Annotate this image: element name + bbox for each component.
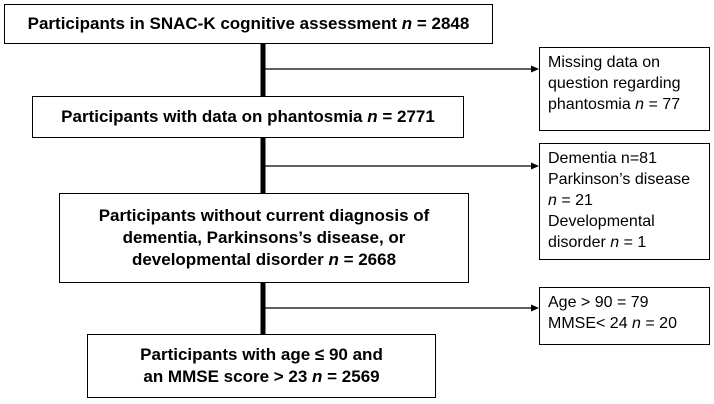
box-line: Participants without current diagnosis o… xyxy=(98,206,430,225)
box-line: Participants with data on phantosmia n =… xyxy=(61,107,435,126)
box-line: dementia, Parkinsons’s disease, or xyxy=(122,228,406,247)
exclusion-line: n = 21 xyxy=(548,192,593,209)
box-line: developmental disorder n = 2668 xyxy=(131,250,397,269)
flow-box-2: Participants with data on phantosmia n =… xyxy=(32,96,464,138)
exclusion-line: Missing data on xyxy=(548,54,661,71)
exclusion-line: MMSE< 24 n = 20 xyxy=(548,315,677,332)
box-line: an MMSE score > 23 n = 2569 xyxy=(143,367,380,386)
flow-box-4: Participants with age ≤ 90 and an MMSE s… xyxy=(87,334,436,398)
flow-box-1: Participants in SNAC-K cognitive assessm… xyxy=(4,4,493,44)
exclusion-line: Parkinson’s disease xyxy=(548,171,691,188)
exclusion-line: question regarding xyxy=(548,75,681,92)
exclusion-box-1: Missing data on question regarding phant… xyxy=(539,47,710,131)
exclusion-box-2: Dementia n=81 Parkinson’s disease n = 21… xyxy=(539,143,710,260)
box-line: Participants with age ≤ 90 and xyxy=(140,345,383,364)
branch-arrowhead-1 xyxy=(531,65,539,73)
flow-box-3: Participants without current diagnosis o… xyxy=(59,193,469,283)
exclusion-line: disorder n = 1 xyxy=(548,234,647,251)
branch-arrowhead-2 xyxy=(531,162,539,170)
box-line: Participants in SNAC-K cognitive assessm… xyxy=(27,14,470,33)
exclusion-box-3: Age > 90 = 79 MMSE< 24 n = 20 xyxy=(539,287,710,345)
exclusion-line: phantosmia n = 77 xyxy=(548,96,681,113)
branch-arrowhead-3 xyxy=(531,304,539,312)
exclusion-line: Age > 90 = 79 xyxy=(548,294,649,311)
exclusion-line: Dementia n=81 xyxy=(548,150,657,167)
exclusion-line: Developmental xyxy=(548,213,655,230)
